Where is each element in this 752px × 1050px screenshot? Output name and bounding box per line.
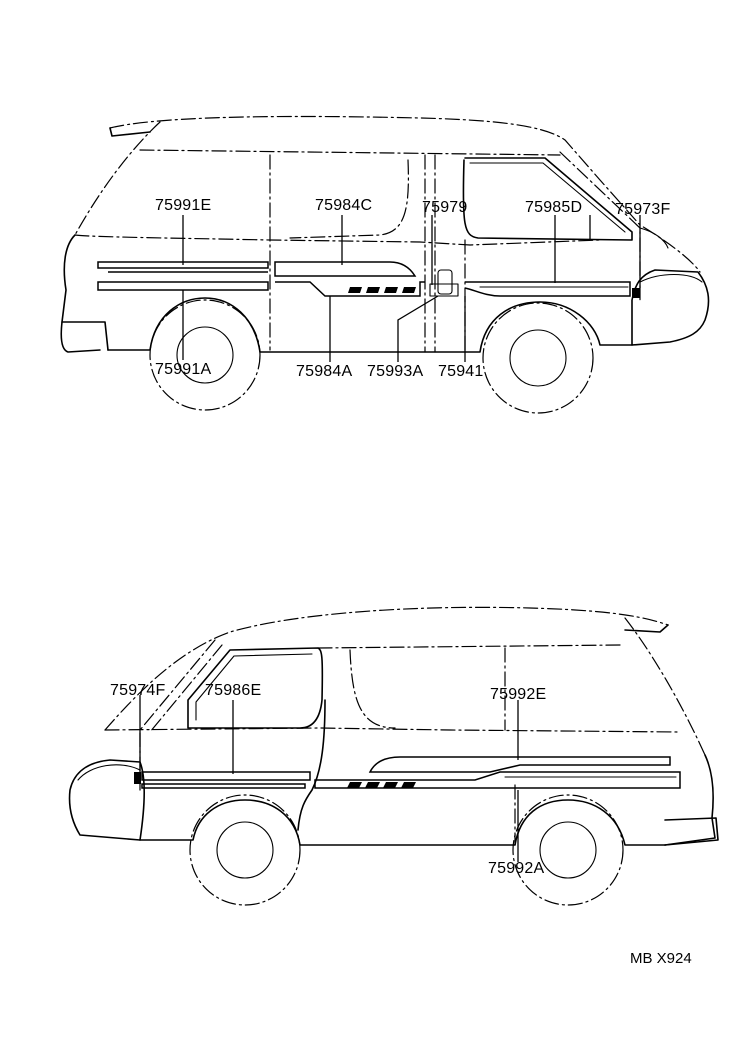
upper-van-a-pillar <box>559 151 641 301</box>
label-75993A: 75993A <box>367 363 423 380</box>
lower-van-front <box>68 759 145 841</box>
lower-rear-wheel <box>512 794 624 906</box>
upper-stripe-slider-upper <box>274 261 417 277</box>
lower-van-rocker <box>139 799 666 846</box>
label-75973F: 75973F <box>615 201 670 218</box>
lower-front-hub <box>216 821 274 879</box>
upper-van-rear-pillar <box>74 121 161 236</box>
label-75941: 75941 <box>438 363 484 380</box>
upper-van-headlamp <box>639 274 703 283</box>
upper-rear-wheel <box>149 299 261 411</box>
upper-van-window-top <box>139 149 561 156</box>
lower-van-front-door-line <box>297 699 326 831</box>
lower-van-slider-window <box>349 649 396 729</box>
lower-van-a-pillar-inner <box>149 644 223 733</box>
upper-van-rear-end <box>60 234 101 353</box>
upper-van-mirror <box>639 227 669 249</box>
label-75984C: 75984C <box>315 197 372 214</box>
upper-van-rear-spoiler <box>109 127 151 137</box>
upper-van-roof-outline <box>109 115 701 273</box>
upper-stripe-rear-lower <box>97 281 269 291</box>
upper-van-front-window-inner <box>469 162 626 233</box>
upper-van-slider-window <box>289 159 409 239</box>
label-75992E: 75992E <box>490 686 546 703</box>
lower-front-emblem <box>134 772 141 784</box>
lower-stripe-slider-upper <box>368 756 671 773</box>
upper-van-front <box>631 269 710 346</box>
upper-stripe-rear-upper <box>97 261 269 269</box>
upper-stripe-front <box>464 281 631 297</box>
lower-front-wheel <box>189 794 301 906</box>
lower-van-headlamp <box>77 764 141 781</box>
upper-front-wheel <box>482 302 594 414</box>
label-75991E: 75991E <box>155 197 211 214</box>
upper-stripe-slider-lower <box>275 281 425 297</box>
lower-stripe-front-lower <box>141 783 306 789</box>
upper-emblem-75993A <box>429 283 459 297</box>
label-75974F: 75974F <box>110 682 165 699</box>
upper-door-handle <box>437 269 453 295</box>
upper-front-emblem <box>632 288 640 298</box>
lower-van-rear-bumper <box>664 817 719 846</box>
lower-van-rear-end <box>664 754 716 846</box>
lower-stripe-front <box>141 771 311 781</box>
lower-stripe-slider-marks <box>347 782 416 788</box>
upper-van-rear-bumper <box>61 321 109 351</box>
leader-75993A <box>397 295 439 362</box>
upper-van-front-window-frame <box>462 157 633 241</box>
drawing-code: MB X924 <box>630 950 692 967</box>
label-75991A: 75991A <box>155 361 211 378</box>
lower-van-front-window-inner <box>195 653 313 721</box>
lower-stripe-slider-lower <box>314 771 681 789</box>
lower-van-side-view: 75974F 75986E 75992E 75992A <box>68 606 719 906</box>
lower-van-rear-pillar <box>624 617 706 756</box>
upper-front-hub <box>509 329 567 387</box>
upper-van-rocker <box>107 297 633 353</box>
lower-rear-hub <box>539 821 597 879</box>
upper-van-side-view: 75991E 75984C 75979 75985D 75973F 75991A… <box>60 115 710 414</box>
label-75985D: 75985D <box>525 199 582 216</box>
lower-van-beltline <box>104 727 681 733</box>
label-75986E: 75986E <box>205 682 261 699</box>
label-75979: 75979 <box>422 199 468 216</box>
upper-stripe-slider-marks <box>348 287 416 293</box>
label-75984A: 75984A <box>296 363 352 380</box>
lower-van-rear-spoiler <box>624 624 669 633</box>
lower-van-window-top <box>317 644 621 649</box>
lower-van-roof-outline <box>104 606 669 731</box>
upper-rear-hub <box>176 326 234 384</box>
label-75992A: 75992A <box>488 860 544 877</box>
lower-van-a-pillar <box>139 639 216 791</box>
